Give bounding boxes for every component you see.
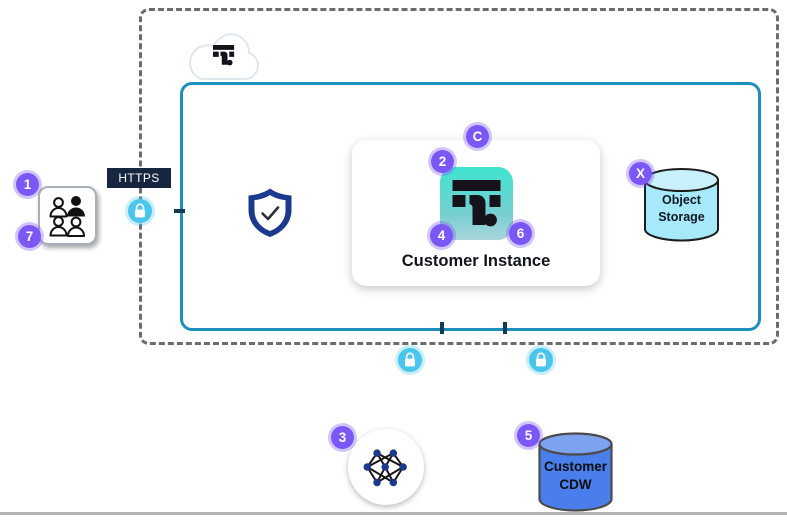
customer-instance-label: Customer Instance	[401, 252, 551, 270]
badge-7: 7	[18, 225, 41, 248]
user-group-icon	[38, 186, 97, 245]
connector-tick	[503, 322, 507, 334]
shield-check-icon	[246, 187, 294, 239]
https-label: HTTPS	[107, 168, 171, 188]
object-storage-cylinder: Object Storage	[642, 166, 721, 245]
customer-cdw-cylinder: Customer CDW	[537, 431, 614, 514]
lock-icon	[398, 348, 422, 372]
badge-x: X	[629, 162, 652, 185]
badge-6: 6	[509, 222, 532, 245]
lock-icon	[529, 348, 553, 372]
customer-cdw-label: Customer CDW	[543, 459, 607, 492]
thoughtspot-logo-icon	[439, 167, 513, 240]
badge-5: 5	[517, 424, 540, 447]
badge-2: 2	[431, 150, 454, 173]
secure-zone-box	[180, 82, 761, 331]
badge-3: 3	[331, 426, 354, 449]
customer-instance-card: Customer Instance	[352, 140, 600, 286]
connector-tick	[440, 322, 444, 334]
object-storage-label: Object Storage	[658, 193, 705, 224]
thoughtspot-cloud-icon	[183, 23, 265, 85]
bottom-divider	[0, 512, 787, 515]
neural-network-icon	[348, 429, 424, 505]
lock-icon	[128, 199, 152, 223]
connector-tick	[174, 209, 185, 213]
badge-4: 4	[430, 224, 453, 247]
badge-1: 1	[16, 173, 39, 196]
badge-c: C	[466, 125, 489, 148]
